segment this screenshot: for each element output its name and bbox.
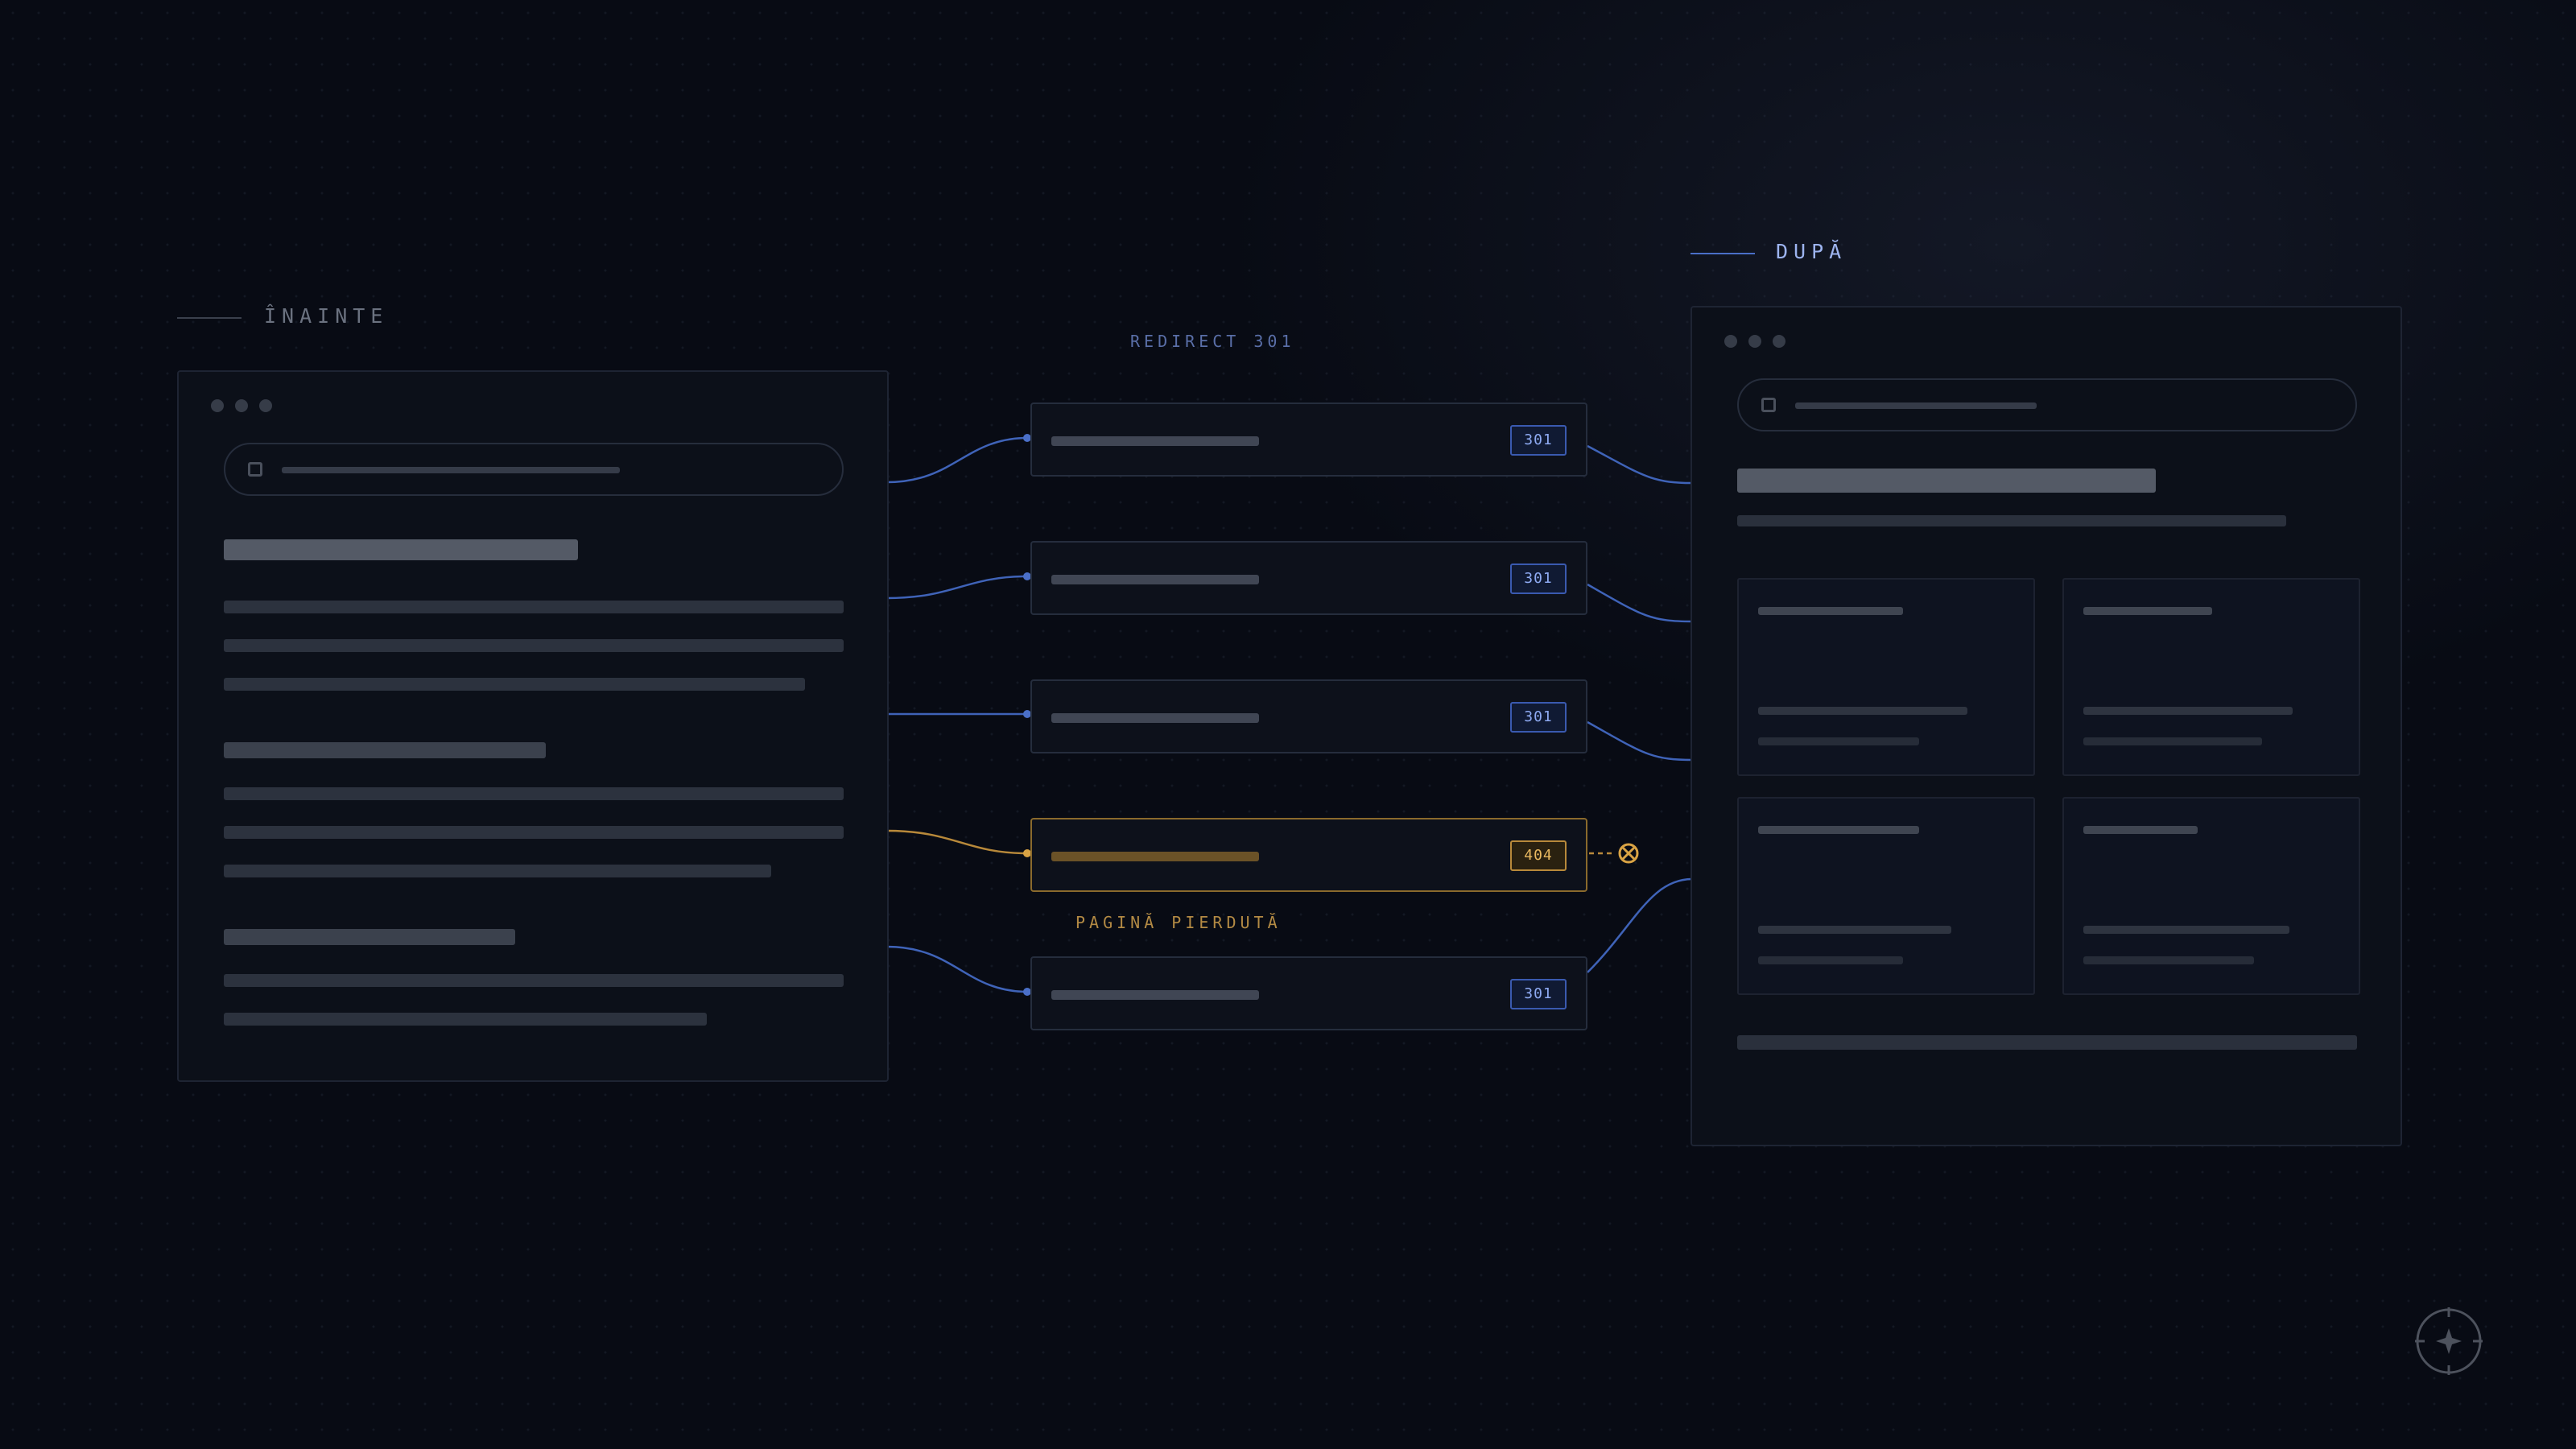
card-title — [1758, 826, 1919, 834]
card-title — [1758, 607, 1903, 615]
status-badge: 301 — [1510, 702, 1567, 733]
content-card — [2062, 578, 2360, 776]
after-window — [1690, 306, 2402, 1146]
footer-bar — [1737, 1035, 2357, 1050]
status-badge: 301 — [1510, 564, 1567, 594]
card-line — [2083, 956, 2254, 964]
window-dot — [211, 399, 224, 412]
after-label-line — [1690, 253, 1755, 254]
card-line — [2083, 737, 2262, 745]
window-dot — [1724, 335, 1737, 348]
window-dot — [1773, 335, 1785, 348]
content-card — [1737, 797, 2035, 995]
lost-page-node: 404 — [1030, 818, 1587, 892]
page-heading — [224, 539, 578, 560]
connector-3-dot — [1023, 710, 1031, 718]
connector-5-left — [886, 945, 1028, 993]
page-icon — [1761, 398, 1776, 412]
node-url-bar — [1051, 852, 1259, 861]
text-line — [224, 601, 844, 613]
content-card — [2062, 797, 2360, 995]
node-url-bar — [1051, 436, 1259, 446]
lost-page-label: PAGINĂ PIERDUTĂ — [1075, 913, 1282, 932]
status-badge: 301 — [1510, 979, 1567, 1009]
connector-1-left — [886, 436, 1028, 484]
connector-5-right — [1587, 877, 1693, 973]
circled-x-icon — [1618, 843, 1639, 864]
text-line — [224, 787, 844, 800]
card-title — [2083, 607, 2212, 615]
connector-1-right — [1587, 444, 1693, 485]
window-dot — [235, 399, 248, 412]
compass-icon — [2415, 1307, 2483, 1375]
card-title — [2083, 826, 2198, 834]
status-badge: 301 — [1510, 425, 1567, 456]
card-line — [1758, 707, 1967, 715]
text-line — [224, 678, 805, 691]
before-label-line — [177, 317, 242, 319]
url-placeholder — [1795, 402, 2037, 409]
redirect-node: 301 — [1030, 402, 1587, 477]
connector-3-right — [1587, 720, 1693, 762]
window-dot — [259, 399, 272, 412]
connector-4-left — [886, 829, 1028, 855]
address-bar — [1737, 378, 2357, 431]
node-url-bar — [1051, 990, 1259, 1000]
connector-1-dot — [1023, 434, 1031, 442]
redirect-node: 301 — [1030, 679, 1587, 753]
before-window — [177, 370, 889, 1082]
node-url-bar — [1051, 713, 1259, 723]
node-url-bar — [1051, 575, 1259, 584]
connector-5-dot — [1023, 988, 1031, 996]
after-label: DUPĂ — [1776, 240, 1847, 263]
window-dot — [1748, 335, 1761, 348]
connector-2-right — [1587, 583, 1693, 623]
text-line — [224, 826, 844, 839]
address-bar — [224, 443, 844, 496]
text-line — [224, 974, 844, 987]
page-subtitle — [1737, 515, 2286, 526]
card-line — [1758, 737, 1919, 745]
page-heading — [1737, 469, 2156, 493]
connector-2-dot — [1023, 572, 1031, 580]
before-label: ÎNAINTE — [264, 304, 389, 328]
text-line — [224, 865, 771, 877]
content-card — [1737, 578, 2035, 776]
redirect-header: REDIRECT 301 — [1130, 332, 1295, 351]
status-badge: 404 — [1510, 840, 1567, 871]
text-line — [224, 639, 844, 652]
subheading — [224, 742, 546, 758]
redirect-node: 301 — [1030, 956, 1587, 1030]
card-line — [1758, 926, 1951, 934]
card-line — [2083, 926, 2289, 934]
redirect-node: 301 — [1030, 541, 1587, 615]
subheading — [224, 929, 515, 945]
connector-4-dot — [1023, 849, 1031, 857]
card-line — [1758, 956, 1903, 964]
page-icon — [248, 462, 262, 477]
connector-2-left — [886, 575, 1028, 600]
card-line — [2083, 707, 2293, 715]
text-line — [224, 1013, 707, 1026]
url-placeholder — [282, 467, 620, 473]
